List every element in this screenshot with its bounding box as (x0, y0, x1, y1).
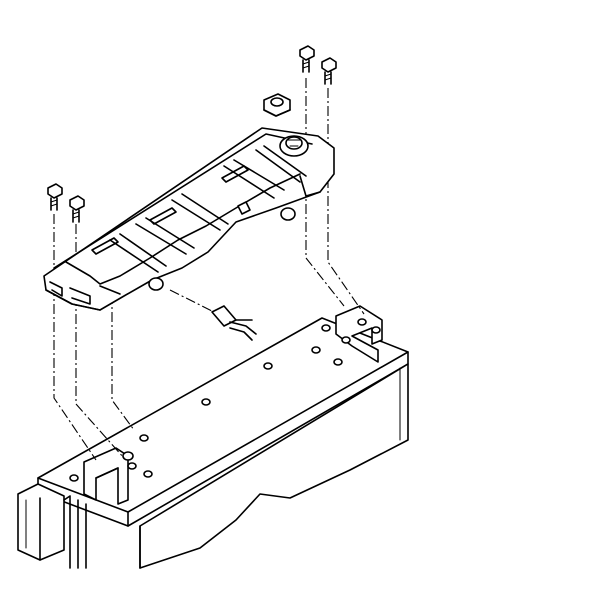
sensor-connector (211, 305, 257, 341)
outlet-fitting (148, 207, 296, 291)
mounting-holes (69, 324, 343, 482)
nut-icon (263, 93, 291, 117)
bolt-icon (47, 183, 63, 211)
filler-neck (279, 135, 309, 157)
mounting-bracket-right (335, 305, 383, 363)
bolt-icon (299, 45, 315, 73)
bolt-icon (321, 57, 337, 85)
reservoir-tank (43, 127, 335, 311)
bolt-icon (69, 195, 85, 223)
mounting-bracket-left (83, 447, 153, 505)
